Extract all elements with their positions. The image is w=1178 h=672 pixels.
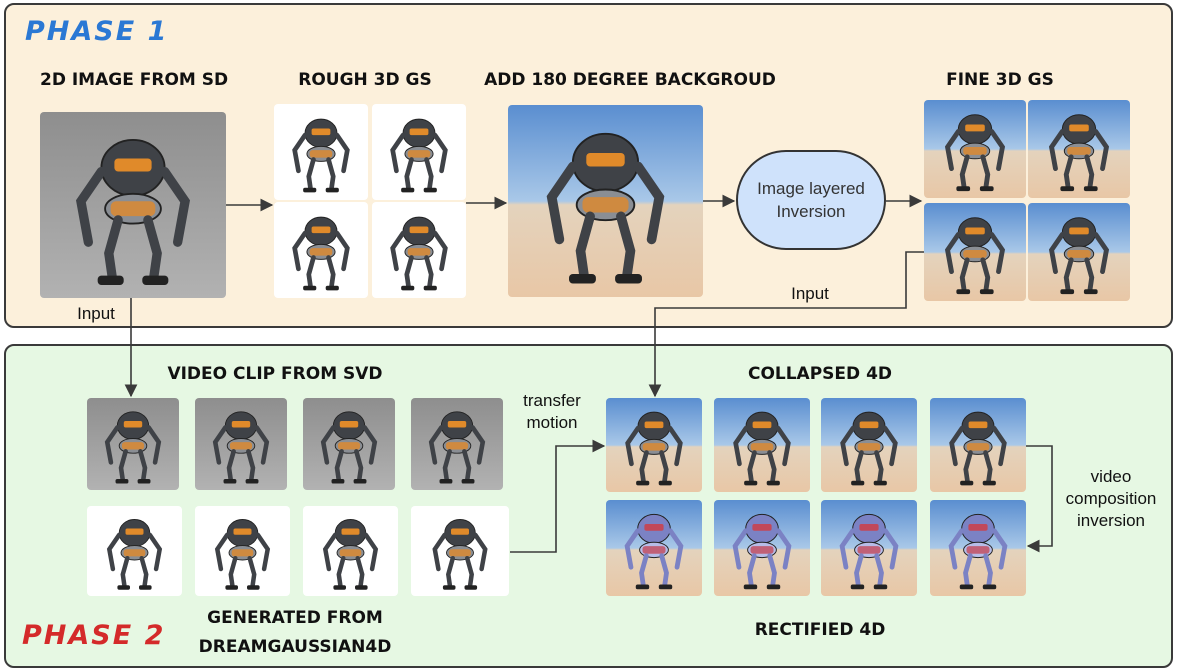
rough-3d-view-2 xyxy=(372,104,466,200)
collapsed-4d-frame-4 xyxy=(930,398,1026,492)
robot-figure xyxy=(214,519,271,590)
rough-3d-view-4 xyxy=(372,202,466,298)
dg4d-frame-3 xyxy=(303,506,398,596)
robot-figure xyxy=(1048,114,1110,192)
svd-frame-1 xyxy=(87,398,179,490)
collapsed-4d-frame-2 xyxy=(714,398,810,492)
fine-3d-view-3 xyxy=(924,203,1026,301)
svd-frame-4 xyxy=(411,398,503,490)
phase1-title: PHASE 1 xyxy=(25,16,169,47)
input-label-right: Input xyxy=(791,284,829,303)
rectified-4d-frame-2 xyxy=(714,500,810,596)
collapsed-4d-frame-3 xyxy=(821,398,917,492)
transfer-motion-line2: motion xyxy=(526,413,578,432)
robot-figure xyxy=(839,513,899,590)
heading-rectified-4d: RECTIFIED 4D xyxy=(754,620,886,640)
collapsed-4d-frame-1 xyxy=(606,398,702,492)
inversion-node-line2: Inversion xyxy=(776,202,846,221)
fine-3d-view-1 xyxy=(924,100,1026,198)
heading-collapsed-4d: COLLAPSED 4D xyxy=(747,364,893,384)
input-label-left: Input xyxy=(77,304,115,323)
dg4d-frame-1 xyxy=(87,506,182,596)
robot-figure xyxy=(106,519,163,590)
rough-3d-view-3 xyxy=(274,202,368,298)
robot-figure xyxy=(949,411,1007,486)
robot-figure xyxy=(546,132,665,284)
composition-line3: inversion xyxy=(1076,511,1146,530)
heading-2d-image: 2D IMAGE FROM SD xyxy=(40,70,229,90)
robot-figure xyxy=(76,138,190,285)
rectified-4d-frame-4 xyxy=(930,500,1026,596)
robot-figure xyxy=(840,411,898,486)
heading-video-clip: VIDEO CLIP FROM SVD xyxy=(167,364,383,384)
heading-generated-line2: DREAMGAUSSIAN4D xyxy=(198,637,392,657)
fine-3d-view-2 xyxy=(1028,100,1130,198)
robot-figure xyxy=(292,118,350,193)
robot-figure xyxy=(948,513,1008,590)
robot-figure xyxy=(104,411,162,484)
dg4d-frame-4 xyxy=(411,506,509,596)
robot-figure xyxy=(944,114,1006,192)
rough-3d-view-1 xyxy=(274,104,368,200)
robot-figure xyxy=(212,411,270,484)
robot-figure xyxy=(428,411,486,484)
video-composition-inversion-label: video composition inversion xyxy=(1052,466,1170,532)
robot-figure xyxy=(292,216,350,291)
robot-figure xyxy=(322,519,379,590)
robot-figure xyxy=(624,513,684,590)
robot-figure xyxy=(944,217,1006,295)
sd-robot-image xyxy=(40,112,226,298)
heading-rough-3d: ROUGH 3D GS xyxy=(298,70,432,90)
rectified-4d-frame-3 xyxy=(821,500,917,596)
robot-figure xyxy=(732,513,792,590)
heading-generated-line1: GENERATED FROM xyxy=(207,608,383,628)
heading-background: ADD 180 DEGREE BACKGROUD xyxy=(484,70,776,90)
fine-3d-view-4 xyxy=(1028,203,1130,301)
background-robot-image xyxy=(508,105,703,297)
svd-frame-3 xyxy=(303,398,395,490)
dg4d-frame-2 xyxy=(195,506,290,596)
composition-line2: composition xyxy=(1065,489,1157,508)
robot-figure xyxy=(1048,217,1110,295)
heading-fine-3d: FINE 3D GS xyxy=(946,70,1054,90)
robot-figure xyxy=(390,118,448,193)
robot-figure xyxy=(625,411,683,486)
composition-line1: video xyxy=(1090,467,1132,486)
robot-figure xyxy=(390,216,448,291)
robot-figure xyxy=(432,519,488,590)
inversion-node-line1: Image layered xyxy=(757,179,865,198)
transfer-motion-label: transfer motion xyxy=(510,390,594,434)
rectified-4d-frame-1 xyxy=(606,500,702,596)
robot-figure xyxy=(320,411,378,484)
transfer-motion-line1: transfer xyxy=(523,391,581,410)
phase2-title: PHASE 2 xyxy=(22,620,166,651)
svd-frame-2 xyxy=(195,398,287,490)
robot-figure xyxy=(733,411,791,486)
